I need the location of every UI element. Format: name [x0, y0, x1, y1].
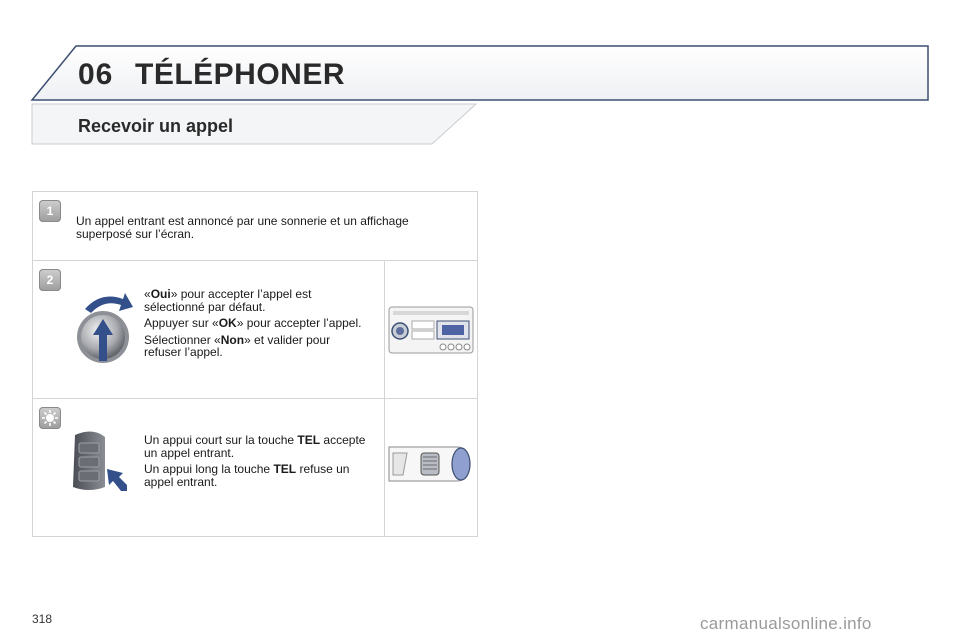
tip-line-2: Un appui long la touche TEL refuse un ap…	[144, 462, 350, 489]
step-2-line-3: Sélectionner «Non» et valider pour refus…	[144, 332, 331, 359]
page-number: 318	[32, 612, 53, 626]
radio-unit-icon	[388, 306, 474, 354]
step-2-badge: 2	[39, 269, 61, 291]
chapter-title: TÉLÉPHONER	[135, 58, 346, 91]
watermark: carmanualsonline.info	[700, 614, 872, 633]
step-2-text: «Oui» pour accepter l’appel est sélectio…	[144, 288, 369, 363]
chapter-number: 06	[78, 58, 114, 91]
rotary-knob-icon	[77, 293, 133, 363]
row-2-divider	[384, 261, 385, 398]
section-title: Recevoir un appel	[78, 116, 234, 136]
tip-icon	[39, 407, 61, 429]
steering-switch-icon	[73, 431, 127, 491]
step-1-text: Un appel entrant est annoncé par une son…	[76, 214, 409, 241]
row-3-divider	[384, 399, 385, 536]
step-2: 2 «Oui» pour accepter l’appel est sélect…	[33, 261, 477, 399]
tip-line-1: Un appui court sur la touche TEL accepte…	[144, 433, 366, 460]
header-banner	[30, 45, 929, 145]
step-tip: Un appui court sur la touche TEL accepte…	[33, 399, 477, 536]
step-1: 1 Un appel entrant est annoncé par une s…	[33, 192, 477, 261]
steps-panel: 1 Un appel entrant est annoncé par une s…	[32, 191, 478, 537]
steering-stalk-icon	[388, 446, 471, 482]
step-2-line-1: «Oui» pour accepter l’appel est sélectio…	[144, 287, 312, 314]
step-2-line-2: Appuyer sur «OK» pour accepter l’appel.	[144, 316, 362, 330]
step-1-badge: 1	[39, 200, 61, 222]
step-tip-text: Un appui court sur la touche TEL accepte…	[144, 434, 369, 492]
